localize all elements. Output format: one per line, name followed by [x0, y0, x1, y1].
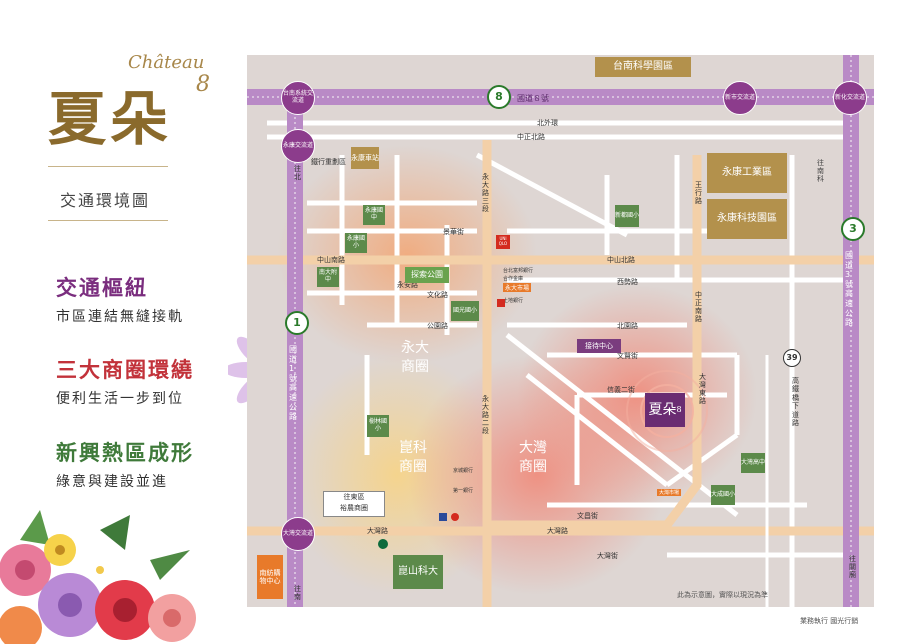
zone-kunke-line1: 崑科 [399, 440, 427, 456]
direction-guanmiao: 往關廟 [849, 555, 856, 580]
brand-logo-number: 8 [196, 72, 210, 97]
road-dawan: 大灣路 [367, 527, 388, 535]
place-nanke-park: 台南科學園區 [595, 57, 691, 77]
zone-dawan-line1: 大灣 [519, 440, 547, 456]
interchange-xinshi: 新市交流道 [723, 81, 757, 115]
highway-1-label: 國道1號高速公路 [289, 345, 297, 422]
zone-yongda: 永大 商圈 [385, 339, 445, 377]
credit-line: 業務執行 國光行銷 [800, 617, 859, 625]
highway-39-shield: 39 [783, 349, 801, 367]
place-explore-park: 探索公園 [405, 267, 449, 283]
road-zhongzheng-s: 中正南路 [695, 291, 702, 324]
place-xindu-elem: 新都國小 [615, 205, 639, 227]
direction-north: 往北 [294, 165, 301, 182]
direction-east-text: 往東區 [343, 493, 365, 501]
interchange-tainan-system: 台南系統交流道 [281, 81, 315, 115]
brand-logo-script: Château [128, 52, 205, 73]
chateau-site-number: 8 [676, 405, 682, 415]
highway-3-label: 國道3號高速公路 [845, 251, 853, 328]
highway-8-label: 國道８號 [517, 94, 549, 103]
road-wang: 王行路 [695, 181, 702, 206]
place-dawan-high: 大灣高中 [741, 453, 765, 473]
zone-kunke-line2: 商圈 [399, 458, 427, 475]
flower-bouquet-decoration [0, 510, 196, 644]
place-bank-jingcheng: 京城銀行 [453, 468, 474, 474]
place-uniqlo: UNI QLO [496, 235, 510, 249]
place-yongkang-redev: 鐵行重劃區 [311, 158, 346, 166]
place-nantai: 南大附中 [317, 267, 339, 287]
road-dawan-2: 大灣路 [547, 527, 568, 535]
road-wenxian: 文賢街 [617, 352, 638, 360]
map-roads-layer [247, 55, 874, 607]
road-yongda-3: 永大路三段 [482, 173, 489, 214]
road-jinghua: 景華街 [443, 228, 464, 236]
direction-nanke: 往南科 [817, 159, 824, 184]
place-yongkang-elem: 永康國小 [345, 233, 367, 253]
starbucks-icon [378, 539, 388, 549]
place-reception: 接待中心 [577, 339, 621, 353]
place-yongkang-station: 永康車站 [351, 147, 379, 169]
road-gongyuan: 公園路 [427, 322, 448, 330]
place-guoguang-elem: 國光國小 [451, 301, 479, 321]
place-yongkang-junior: 永康國中 [363, 205, 385, 225]
zone-yongda-line1: 永大 [401, 340, 429, 356]
feature-1-title: 交通樞紐 [56, 276, 148, 300]
direction-east-sub: 裕農商圈 [340, 504, 368, 512]
feature-2-title: 三大商圈環繞 [56, 358, 194, 382]
zone-dawan-line2: 商圈 [519, 458, 547, 475]
page-subtitle: 交通環境圖 [60, 191, 151, 210]
place-yongda-market: 永大市場 [503, 283, 532, 292]
road-wenchang: 文昌街 [577, 512, 598, 520]
feature-2-desc: 便利生活一步到位 [56, 391, 184, 407]
traffic-map: 8 國道８號 1 國道1號高速公路 3 國道3號高速公路 39 高鐵橋下道路 台… [247, 55, 874, 607]
highway-39-label: 高鐵橋下道路 [792, 377, 799, 427]
road-dawan-st: 大灣街 [597, 552, 618, 560]
place-bank-first: 第一銀行 [453, 488, 474, 494]
restaurant-icon [451, 513, 459, 521]
road-yongan: 永安路 [397, 281, 418, 289]
interchange-yongkang: 永康交流道 [281, 129, 315, 163]
highway-3-shield: 3 [841, 217, 865, 241]
direction-south: 往南 [294, 585, 301, 602]
chateau-site-name: 夏朵 [648, 401, 677, 418]
place-bank-cooperative: 合作金庫 [503, 276, 524, 282]
place-yongkang-tech: 永康科技園區 [707, 199, 787, 239]
place-dacheng-elem: 大成國小 [711, 485, 735, 505]
place-nanfang-mall: 南紡購物中心 [257, 555, 283, 599]
road-beiyuan: 北園路 [617, 322, 638, 330]
zone-kunke: 崑科 商圈 [383, 439, 443, 477]
road-beiwai: 北外環 [537, 119, 558, 127]
divider-top [48, 166, 168, 167]
road-xishi: 西勢路 [617, 278, 638, 286]
road-xinyi-2: 信義二街 [607, 386, 635, 394]
interchange-dawan: 大灣交流道 [281, 517, 315, 551]
place-yongkang-industrial: 永康工業區 [707, 153, 787, 193]
road-zhongshan-s: 中山南路 [317, 256, 345, 264]
interchange-xinhua: 新化交流道 [833, 81, 867, 115]
feature-3-desc: 綠意與建設並進 [56, 474, 168, 490]
place-shulin-elem: 樹林國小 [367, 415, 389, 437]
road-zhongzheng-n: 中正北路 [517, 133, 545, 141]
map-disclaimer: 此為示意圖，實際以現況為準 [677, 591, 768, 599]
place-dawan-market: 大灣市場 [657, 489, 682, 496]
store-icon [439, 513, 447, 521]
highway-8-shield: 8 [487, 85, 511, 109]
highway-1-shield: 1 [285, 311, 309, 335]
feature-1-desc: 市區連結無縫接軌 [56, 309, 184, 325]
direction-east-box: 往東區 裕農商圈 [323, 491, 385, 517]
zone-yongda-line2: 商圈 [401, 358, 429, 375]
feature-3-title: 新興熱區成形 [56, 441, 194, 465]
mcdonalds-icon [497, 299, 505, 307]
zone-dawan: 大灣 商圈 [503, 439, 563, 477]
road-dawan-east: 大灣東路 [699, 373, 706, 406]
road-yongda-2: 永大路二段 [482, 395, 489, 436]
road-wenhua: 文化路 [427, 291, 448, 299]
place-kunshan-univ: 崑山科大 [393, 555, 443, 589]
divider-bottom [48, 220, 168, 221]
road-zhongshan-n: 中山北路 [607, 256, 635, 264]
place-bank-fubon: 台北富邦銀行 [503, 268, 534, 274]
brand-logo-cn: 夏朵 [48, 85, 173, 153]
place-bank-land: 土地銀行 [503, 298, 524, 304]
